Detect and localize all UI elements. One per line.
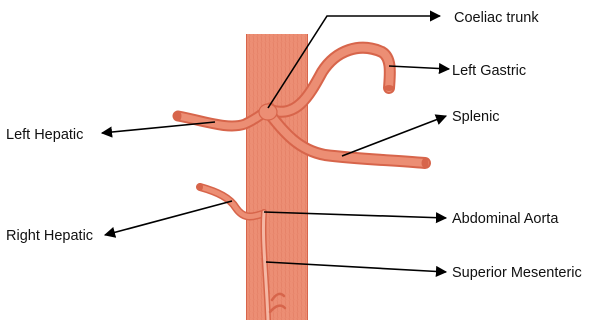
left-gastric-label: Left Gastric — [452, 63, 526, 79]
abdominal-aorta-label: Abdominal Aorta — [452, 211, 559, 227]
coeliac-trunk-label: Coeliac trunk — [454, 10, 539, 26]
abdominal-aorta-texture — [246, 34, 308, 320]
coeliac-trunk-origin — [259, 104, 277, 120]
right-hepatic-label: Right Hepatic — [6, 228, 93, 244]
left-hepatic-leader — [102, 122, 215, 133]
superior-mesenteric-label: Superior Mesenteric — [452, 265, 582, 281]
splenic-vessel-end — [422, 158, 429, 168]
left-gastric-vessel-end — [384, 85, 394, 91]
splenic-leader — [342, 116, 446, 156]
left-hepatic-label: Left Hepatic — [6, 127, 83, 143]
splenic-label: Splenic — [452, 109, 500, 125]
right-hepatic-leader — [105, 201, 232, 235]
right-hepatic-vessel-end — [197, 183, 203, 191]
left-hepatic-vessel-end — [175, 111, 182, 122]
left-gastric-leader — [389, 66, 449, 69]
